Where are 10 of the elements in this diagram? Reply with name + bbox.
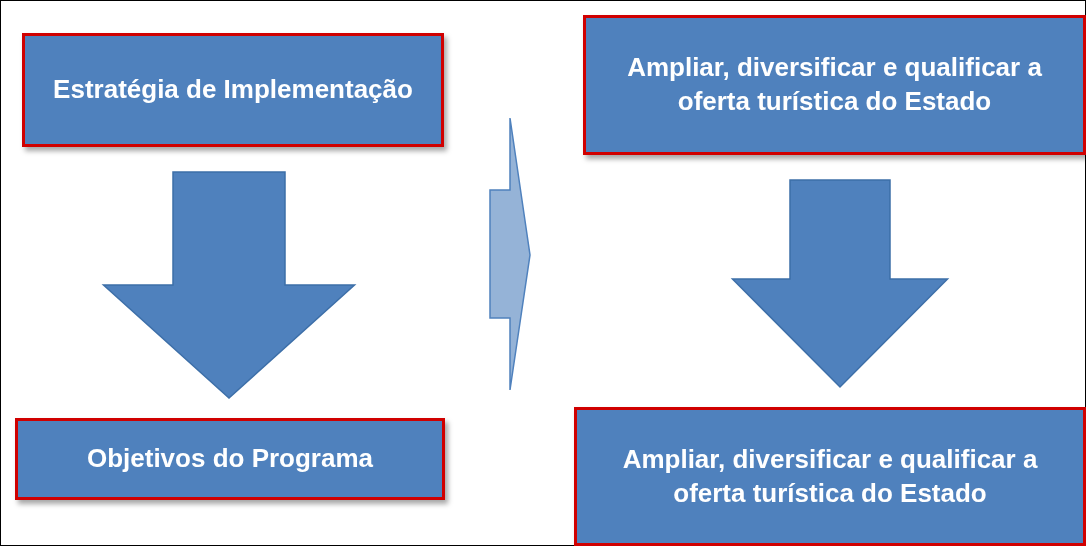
process-box [574, 407, 1086, 546]
box-text: Ampliar, diversificar e qualificar a oferta turística do Estado [626, 51, 1043, 118]
box-text: Objetivos do Programa [86, 442, 374, 476]
process-box [22, 33, 444, 147]
process-box [583, 15, 1086, 155]
block-arrow [101, 171, 357, 399]
box-text: Ampliar, diversificar e qualificar a oferta turística do Estado [621, 442, 1039, 510]
box-text: Estratégia de Implementação [53, 73, 413, 107]
block-arrow [730, 179, 950, 389]
process-box [15, 418, 445, 500]
